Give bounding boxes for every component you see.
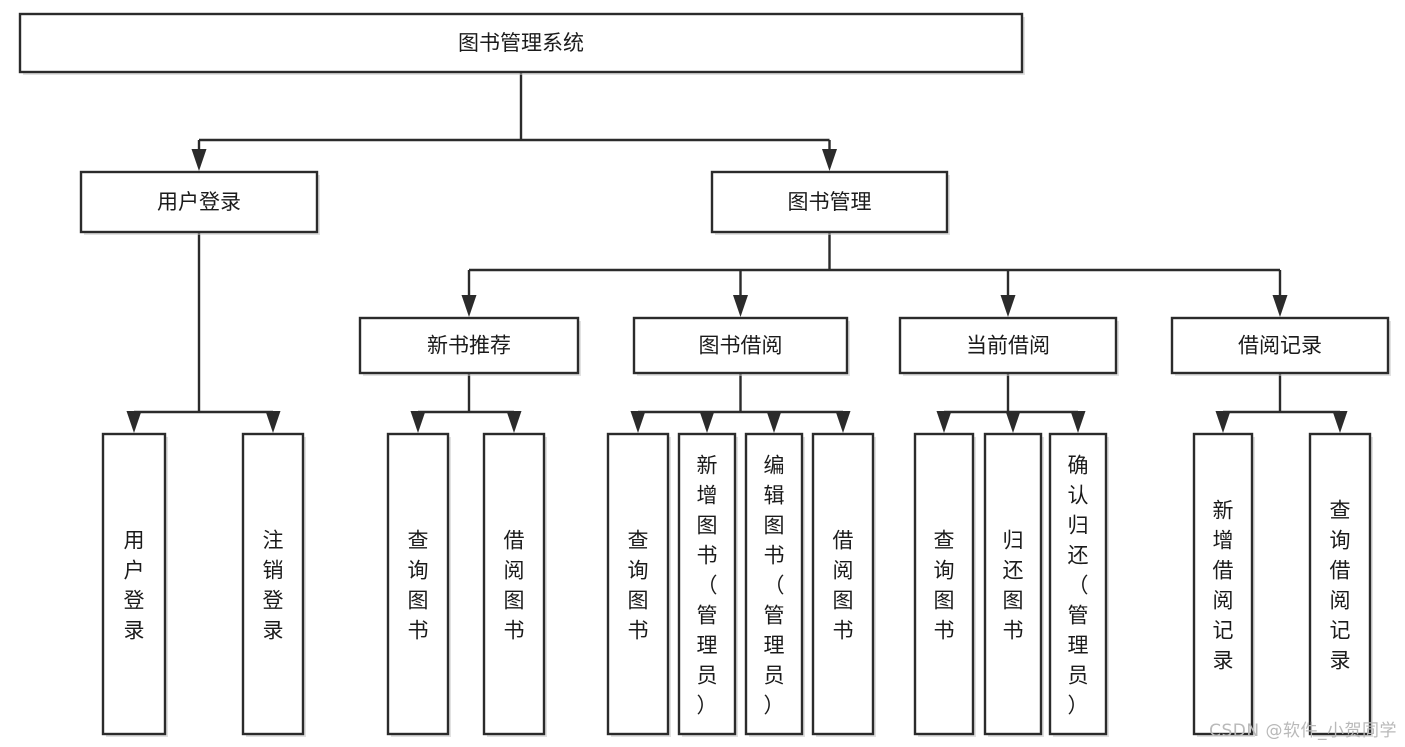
node-label: 借阅记录 [1238, 334, 1322, 358]
node-leaf-user-logout[interactable]: 注销登录 [241, 432, 306, 737]
node-label: 图书管理系统 [458, 31, 584, 55]
node-box[interactable] [1048, 432, 1108, 736]
node-leaf-borrow-book-2[interactable]: 借阅图书 [811, 432, 876, 737]
node-box[interactable] [606, 432, 670, 736]
node-new-book-rec[interactable]: 新书推荐 [358, 316, 581, 376]
node-box[interactable] [710, 170, 949, 234]
node-box[interactable] [101, 432, 167, 736]
node-box[interactable] [744, 432, 804, 736]
node-box[interactable] [358, 316, 580, 375]
edge-arrowhead [699, 411, 715, 433]
watermark: CSDN @软件_小贺同学 [1209, 721, 1397, 741]
node-user-login[interactable]: 用户登录 [79, 170, 320, 235]
node-leaf-user-login[interactable]: 用户登录 [101, 432, 168, 737]
edge-arrowhead [506, 411, 522, 433]
node-box[interactable] [18, 12, 1024, 74]
node-borrow-record[interactable]: 借阅记录 [1170, 316, 1391, 376]
node-label: 新书推荐 [427, 334, 511, 358]
node-label: 借阅图书 [833, 528, 854, 642]
edge-arrowhead [630, 411, 646, 433]
node-leaf-borrow-book-1[interactable]: 借阅图书 [482, 432, 547, 737]
node-label: 归还图书 [1003, 528, 1024, 642]
node-label: 用户登录 [157, 190, 241, 214]
edge-arrowhead [461, 295, 477, 317]
node-book-manage[interactable]: 图书管理 [710, 170, 950, 235]
node-box[interactable] [241, 432, 305, 736]
node-label: 新增图书（管理员） [697, 453, 718, 717]
node-book-borrow[interactable]: 图书借阅 [632, 316, 850, 376]
node-label: 查询借阅记录 [1330, 498, 1351, 672]
node-label: 图书借阅 [699, 334, 783, 358]
edge-arrowhead [126, 411, 142, 433]
edge-arrowhead [1215, 411, 1231, 433]
node-box[interactable] [1308, 432, 1372, 736]
node-label: 借阅图书 [504, 528, 525, 642]
node-label: 当前借阅 [966, 334, 1050, 358]
node-label: 新增借阅记录 [1213, 498, 1234, 672]
node-box[interactable] [386, 432, 450, 736]
node-leaf-query-record[interactable]: 查询借阅记录 [1308, 432, 1373, 737]
node-leaf-edit-book[interactable]: 编辑图书（管理员） [744, 432, 805, 737]
node-current-borrow[interactable]: 当前借阅 [898, 316, 1119, 376]
node-leaf-query-book-3[interactable]: 查询图书 [913, 432, 976, 737]
edge-arrowhead [1070, 411, 1086, 433]
node-box[interactable] [677, 432, 737, 736]
node-box[interactable] [79, 170, 319, 234]
node-box[interactable] [632, 316, 849, 375]
node-box[interactable] [811, 432, 875, 736]
node-label: 查询图书 [934, 528, 955, 642]
node-box[interactable] [1170, 316, 1390, 375]
edges-layer [126, 72, 1348, 433]
edge-arrowhead [835, 411, 851, 433]
node-label: 编辑图书（管理员） [764, 453, 785, 717]
node-label: 注销登录 [263, 528, 284, 642]
edge-arrowhead [1000, 295, 1016, 317]
edge-arrowhead [191, 149, 207, 171]
edge-arrowhead [733, 295, 748, 317]
node-leaf-confirm-return[interactable]: 确认归还（管理员） [1048, 432, 1109, 737]
node-label: 图书管理 [788, 190, 872, 214]
edge-arrowhead [766, 411, 782, 433]
edge-arrowhead [410, 411, 426, 433]
node-box[interactable] [1192, 432, 1254, 736]
node-box[interactable] [913, 432, 975, 736]
node-box[interactable] [983, 432, 1043, 736]
node-box[interactable] [898, 316, 1118, 375]
node-label: 用户登录 [124, 528, 145, 642]
node-label: 确认归还（管理员） [1068, 453, 1089, 717]
edge-arrowhead [1005, 411, 1021, 433]
edge-arrowhead [936, 411, 952, 433]
node-leaf-return-book[interactable]: 归还图书 [983, 432, 1044, 737]
node-label: 查询图书 [408, 528, 429, 642]
node-box[interactable] [482, 432, 546, 736]
nodes-layer: 图书管理系统用户登录图书管理新书推荐图书借阅当前借阅借阅记录用户登录注销登录查询… [18, 12, 1391, 737]
node-leaf-add-book[interactable]: 新增图书（管理员） [677, 432, 738, 737]
edge-arrowhead [822, 149, 837, 171]
node-label: 查询图书 [628, 528, 649, 642]
node-leaf-add-record[interactable]: 新增借阅记录 [1192, 432, 1255, 737]
edge-arrowhead [1272, 295, 1288, 317]
edge-arrowhead [265, 411, 281, 433]
node-root[interactable]: 图书管理系统 [18, 12, 1025, 75]
node-leaf-query-book-1[interactable]: 查询图书 [386, 432, 451, 737]
edge-arrowhead [1332, 411, 1348, 433]
node-leaf-query-book-2[interactable]: 查询图书 [606, 432, 671, 737]
